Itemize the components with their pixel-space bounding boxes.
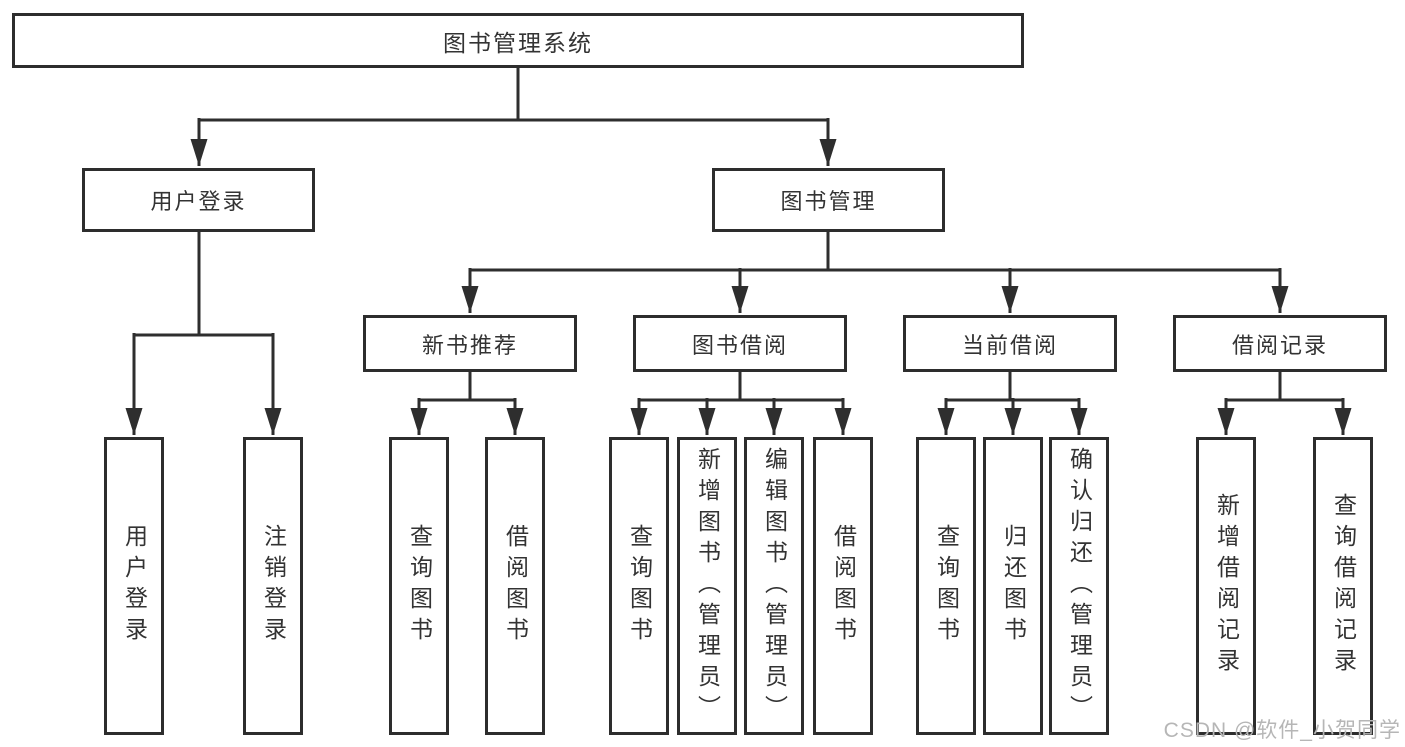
node-book-management-label: 图书管理: [780, 189, 877, 214]
node-borrow-records-label: 借阅记录: [1231, 332, 1328, 358]
node-book-borrowing: 图书借阅: [633, 315, 847, 372]
leaf-add-books-admin-label: 新增图书（管理员）: [694, 446, 721, 726]
node-new-book-recommend-label: 新书推荐: [421, 332, 518, 358]
leaf-query-books-borrowing-label: 查询图书: [626, 524, 653, 648]
leaf-confirm-return-admin-label: 确认归还（管理员）: [1066, 446, 1093, 726]
node-new-book-recommend: 新书推荐: [363, 315, 577, 372]
leaf-return-books: 归还图书: [983, 437, 1043, 735]
node-book-management: 图书管理: [712, 168, 945, 232]
watermark: CSDN @软件_小贺同学: [1163, 719, 1401, 742]
leaf-add-borrow-record-label: 新增借阅记录: [1213, 493, 1240, 679]
leaf-query-borrow-record-label: 查询借阅记录: [1330, 493, 1357, 679]
leaf-borrow-books-recommend: 借阅图书: [485, 437, 545, 735]
node-book-borrowing-label: 图书借阅: [691, 332, 788, 358]
leaf-logout-label: 注销登录: [260, 524, 287, 648]
node-current-borrowing: 当前借阅: [903, 315, 1117, 372]
leaf-logout: 注销登录: [243, 437, 303, 735]
leaf-user-login-label: 用户登录: [121, 524, 148, 648]
leaf-query-books-current-label: 查询图书: [933, 524, 960, 648]
node-current-borrowing-label: 当前借阅: [961, 332, 1058, 358]
leaf-edit-books-admin: 编辑图书（管理员）: [744, 437, 804, 735]
leaf-user-login: 用户登录: [104, 437, 164, 735]
leaf-query-books-current: 查询图书: [916, 437, 976, 735]
leaf-query-books-borrowing: 查询图书: [609, 437, 669, 735]
leaf-query-books-recommend-label: 查询图书: [406, 524, 433, 648]
leaf-edit-books-admin-label: 编辑图书（管理员）: [761, 446, 788, 726]
leaf-add-books-admin: 新增图书（管理员）: [677, 437, 737, 735]
leaf-borrow-books-recommend-label: 借阅图书: [502, 524, 529, 648]
node-root-label: 图书管理系统: [443, 29, 593, 56]
node-root: 图书管理系统: [12, 13, 1024, 68]
node-user-login-label: 用户登录: [150, 189, 247, 214]
leaf-return-books-label: 归还图书: [1000, 524, 1027, 648]
leaf-borrow-books-borrowing-label: 借阅图书: [830, 524, 857, 648]
leaf-confirm-return-admin: 确认归还（管理员）: [1049, 437, 1109, 735]
leaf-query-books-recommend: 查询图书: [389, 437, 449, 735]
leaf-add-borrow-record: 新增借阅记录: [1196, 437, 1256, 735]
node-borrow-records: 借阅记录: [1173, 315, 1387, 372]
leaf-query-borrow-record: 查询借阅记录: [1313, 437, 1373, 735]
leaf-borrow-books-borrowing: 借阅图书: [813, 437, 873, 735]
node-user-login: 用户登录: [82, 168, 315, 232]
